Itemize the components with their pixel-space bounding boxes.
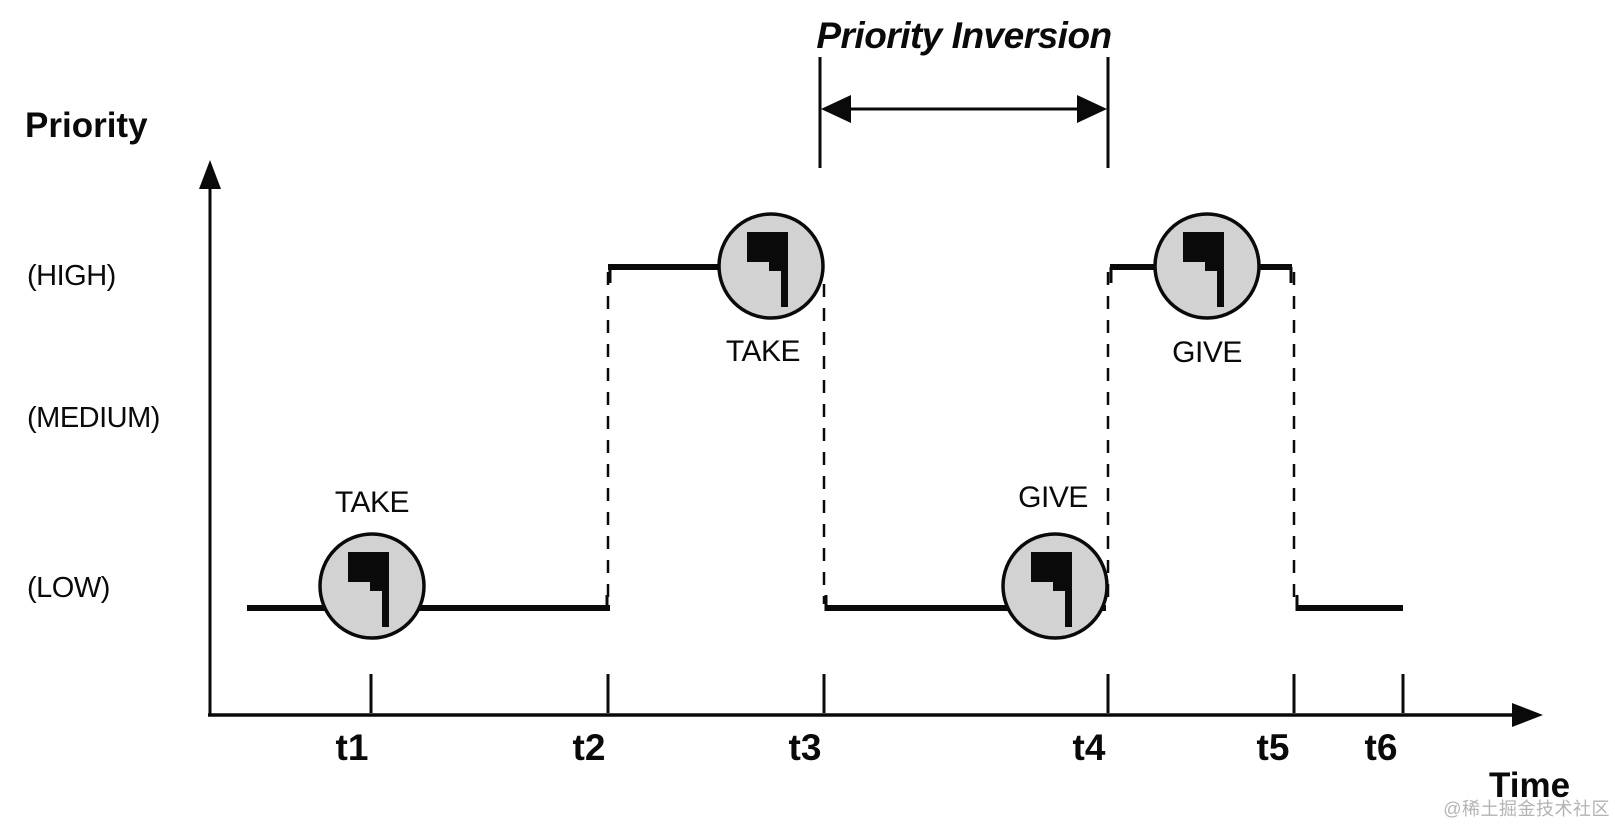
watermark-text: @稀土掘金技术社区 [1443,799,1610,819]
semaphore-give-high-icon [1153,212,1261,320]
transition-dashed-lines [606,272,1296,604]
semaphore-take-low-icon [318,532,426,640]
x-axis-ticks [369,674,1405,713]
x-axis-arrowhead-icon [1512,703,1543,727]
tick-label-t5: t5 [1256,727,1290,768]
tick-label-t6: t6 [1364,727,1398,768]
span-arrowhead-right-icon [1077,95,1107,123]
span-arrowhead-left-icon [821,95,851,123]
y-axis-arrowhead-icon [199,160,221,189]
event-label-take-low: TAKE [334,486,410,519]
event-label-take-high: TAKE [725,335,801,368]
y-axis [199,160,221,716]
event-label-give-high: GIVE [1172,336,1242,369]
semaphore-give-low-icon [1001,532,1109,640]
tick-label-t4: t4 [1072,727,1106,768]
inversion-annotation-title: Priority Inversion [816,15,1112,56]
semaphore-take-high-icon [717,212,825,320]
segment-corner-hooks [605,267,1299,611]
tick-label-t1: t1 [335,727,369,768]
tick-label-t3: t3 [788,727,822,768]
level-label-medium: (MEDIUM) [27,402,160,434]
x-axis [208,674,1543,727]
level-label-low: (LOW) [27,572,110,604]
level-label-high: (HIGH) [27,260,116,292]
tick-label-t2: t2 [572,727,606,768]
inversion-span-bracket [818,57,1110,168]
y-axis-title: Priority [25,106,148,145]
x-axis-title: Time [1489,766,1571,805]
event-label-give-low: GIVE [1018,481,1088,514]
